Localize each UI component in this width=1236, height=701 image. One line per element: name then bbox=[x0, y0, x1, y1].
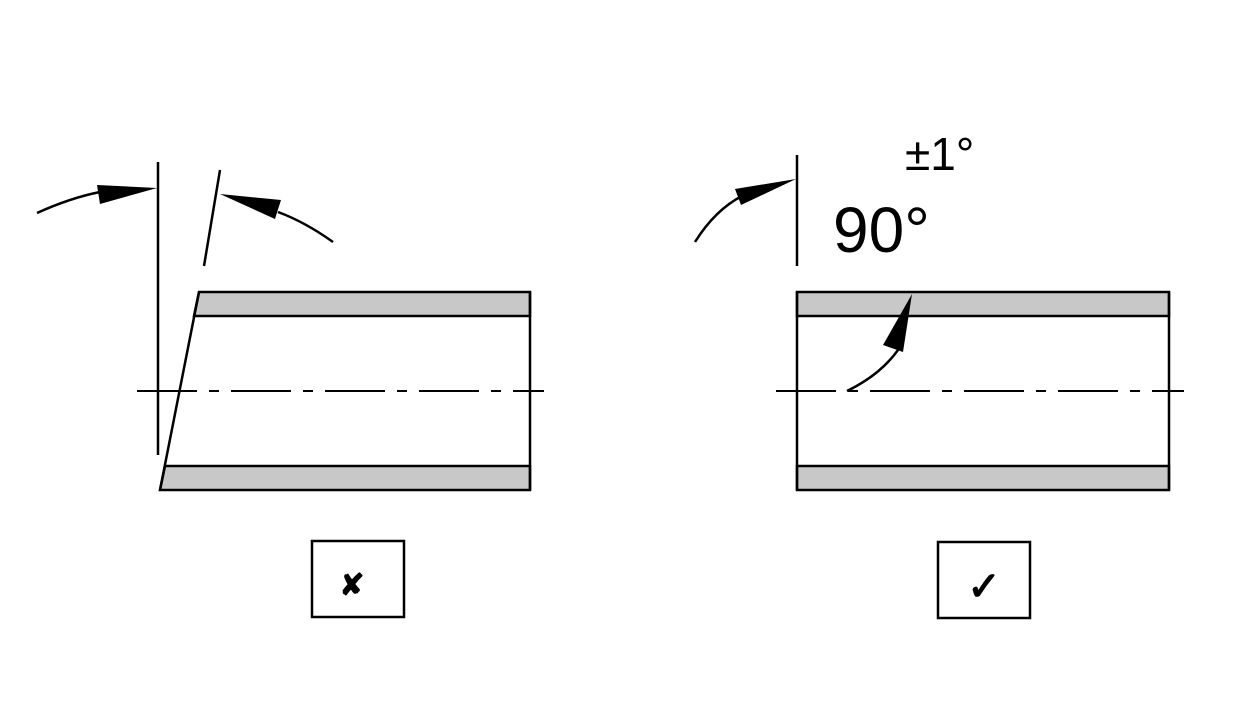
angle-arc-right bbox=[277, 210, 334, 244]
pipe-wall-top bbox=[192, 290, 532, 318]
inner-angle-arc bbox=[846, 349, 900, 393]
pipe-wall-bottom bbox=[795, 464, 1171, 492]
correct-verdict-box: ✓ bbox=[936, 540, 1032, 620]
cut-extension-line bbox=[202, 169, 222, 267]
tolerance-label: ±1° bbox=[905, 128, 974, 180]
incorrect-pipe-figure bbox=[36, 162, 544, 492]
angle-arc-left bbox=[36, 190, 101, 215]
arrowhead-left-icon bbox=[97, 185, 157, 204]
correct-pipe-figure: ±1° 90° bbox=[693, 128, 1184, 492]
arrowhead-icon bbox=[735, 179, 796, 205]
checkmark-icon: ✓ bbox=[967, 565, 1001, 609]
angle-arc bbox=[693, 194, 743, 243]
angle-label: 90° bbox=[833, 194, 930, 266]
pipe-wall-bottom bbox=[158, 464, 532, 492]
cross-icon: ✘ bbox=[339, 569, 364, 602]
inner-arrowhead-icon bbox=[883, 294, 912, 352]
pipe-wall-top bbox=[795, 290, 1171, 318]
incorrect-verdict-box: ✘ bbox=[310, 539, 406, 619]
arrowhead-right-icon bbox=[220, 194, 281, 219]
